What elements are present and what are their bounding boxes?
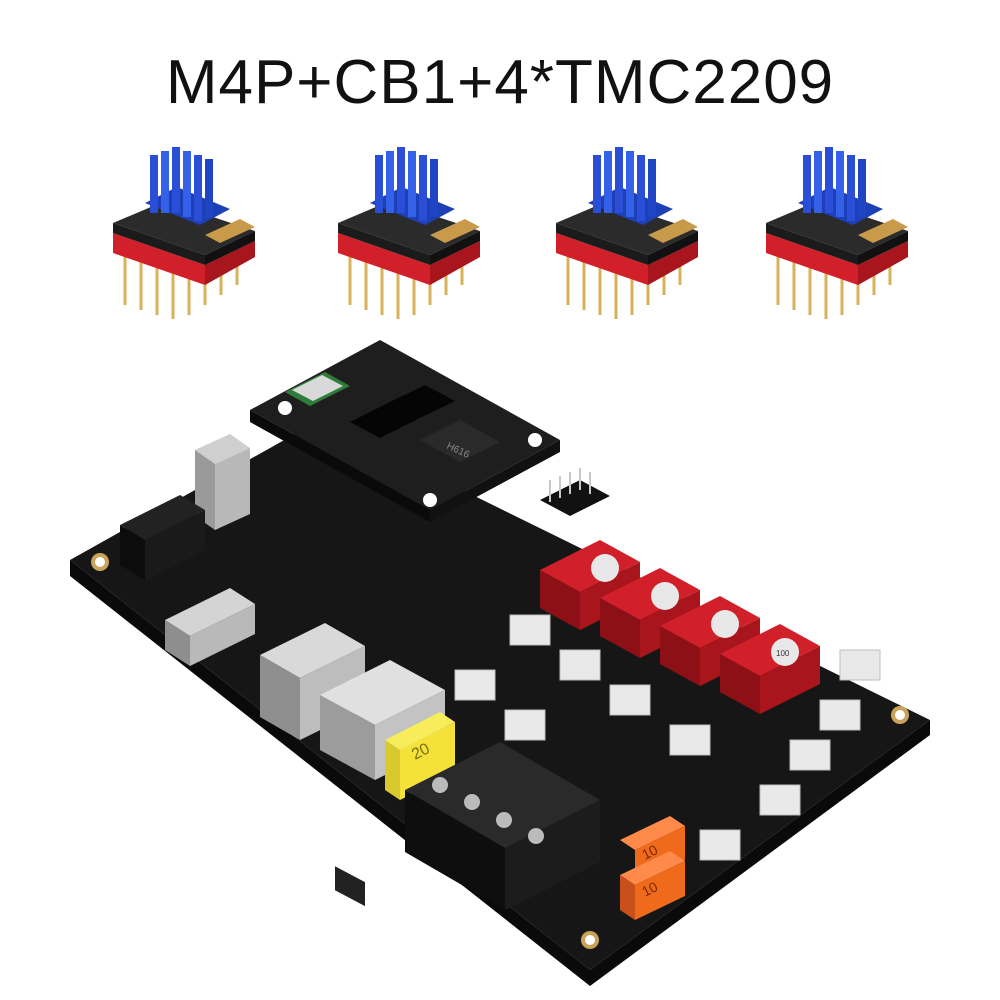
fuse-label-20: 20 bbox=[409, 740, 433, 763]
screw-terminals bbox=[405, 742, 600, 910]
tmc2209-driver-2 bbox=[330, 145, 490, 325]
tmc2209-driver-4 bbox=[758, 145, 918, 325]
hdmi-port bbox=[165, 588, 255, 666]
pcb-edge bbox=[70, 560, 930, 986]
product-title: M4P+CB1+4*TMC2209 bbox=[165, 48, 835, 117]
wifi-module bbox=[285, 372, 350, 406]
fuse-label-10a: 10 bbox=[639, 841, 660, 862]
tmc2209-driver-3 bbox=[548, 145, 708, 325]
ram-chip-1 bbox=[350, 402, 420, 438]
pin-header-black bbox=[120, 495, 205, 580]
soc-chip: H616 bbox=[420, 420, 500, 462]
fuse-yellow: 20 bbox=[385, 712, 455, 800]
driver-socket-2 bbox=[600, 568, 700, 658]
tmc2209-driver-1 bbox=[105, 145, 265, 325]
fuse-orange-2: 10 bbox=[620, 851, 685, 920]
controller-board: 20 10 10 bbox=[60, 330, 940, 990]
capacitor-label: 100 bbox=[776, 649, 790, 658]
cb1-module: H616 bbox=[250, 340, 560, 522]
usb-port-top bbox=[195, 434, 250, 530]
heatsink bbox=[145, 147, 230, 225]
fuse-label-10b: 10 bbox=[639, 878, 660, 899]
driver-socket-4: 100 bbox=[720, 624, 820, 714]
gpio-header bbox=[540, 468, 610, 516]
ram-chip-2 bbox=[390, 385, 455, 418]
jst-connectors bbox=[454, 614, 881, 861]
